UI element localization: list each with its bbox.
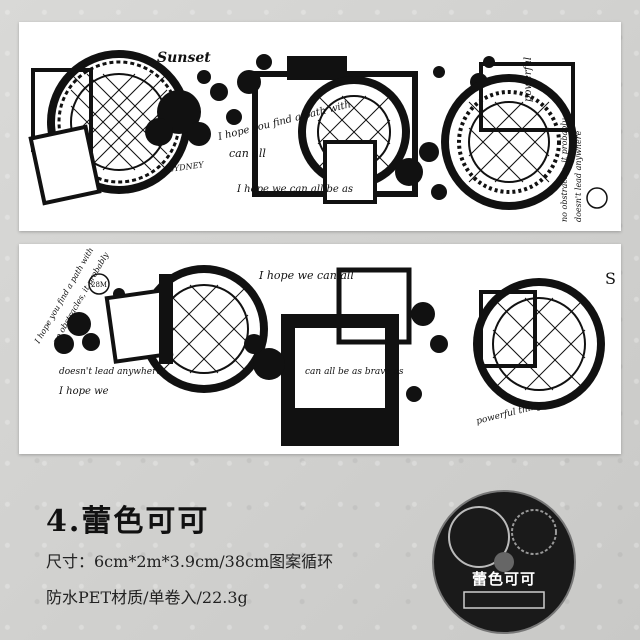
lace-doily [473,278,605,410]
tape-strip-bottom: I hope you find a path with no obstracle… [19,244,621,454]
script-text: no obstracles, it probably [560,118,569,222]
stamp-frame [479,62,575,132]
postmark [88,273,110,295]
stamp-frame [336,267,412,345]
stamp-frame [323,140,377,204]
lace-doily [140,265,268,393]
script-text: can all [229,147,266,160]
script-text: I hope we can all [258,269,354,282]
film-strip [287,56,347,80]
script-text: I hope we [58,386,109,397]
postmark [586,187,608,209]
script-text: powerful thing [475,401,543,427]
tape-pattern-top: Sunset I hope you find a path with can a… [28,50,608,222]
film-strip [159,274,173,364]
postmark-label: 28M [91,281,107,289]
thumbnail-label: 蕾色可可 [471,570,536,588]
script-text: powerful [523,57,534,102]
stamp-frame [479,290,537,368]
product-material-spec: 防水PET材质/单卷入/22.3g [46,588,248,607]
edge-letter: S [605,269,616,288]
sunset-text: Sunset [157,50,211,66]
flower-cluster [145,54,272,146]
script-text: can all be as brave as [305,367,404,377]
product-title: 4.蕾色可可 [46,504,210,539]
roll-pattern [448,506,557,609]
product-roll-thumbnail: 蕾色可可 [432,490,576,634]
script-text: doesn't lead anywhere [574,130,583,222]
lace-doily [441,74,577,210]
tape-pattern-bottom: I hope you find a path with no obstracle… [32,246,616,446]
tape-strip-top: Sunset I hope you find a path with can a… [19,22,621,231]
script-text: doesn't lead anywhere [59,367,162,377]
stamp-frame [28,124,102,206]
script-text: I hope we can all be as [236,184,353,195]
product-size-spec: 尺寸：6cm*2m*3.9cm/38cm图案循环 [46,552,334,571]
